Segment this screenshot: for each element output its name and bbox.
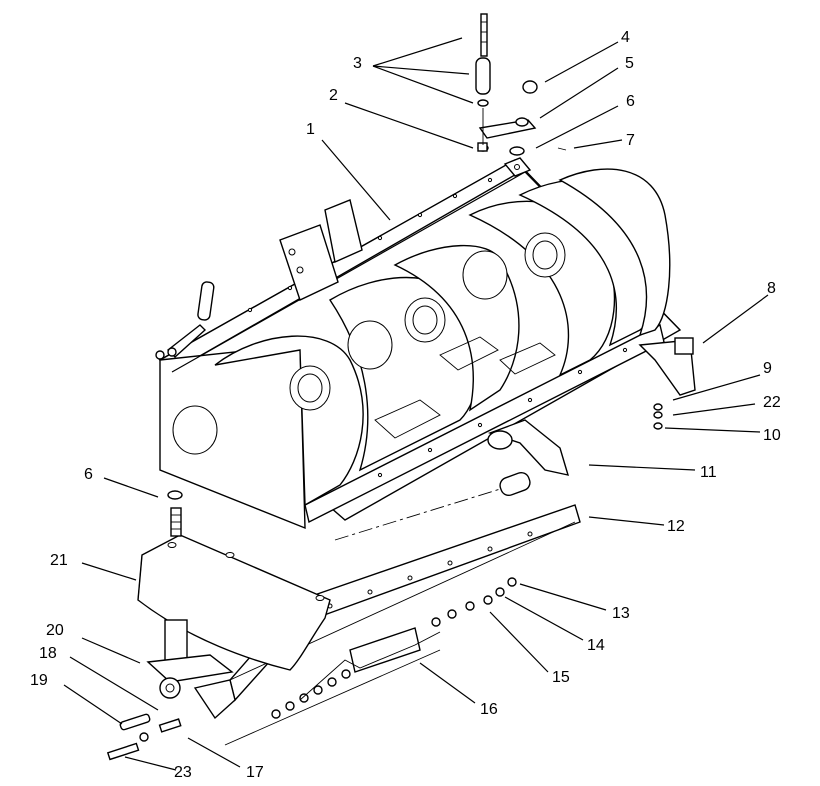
callout-12: 12: [667, 518, 685, 535]
callout-13: 13: [612, 605, 630, 622]
callout-8: 8: [767, 280, 776, 297]
fasteners: [167, 403, 663, 719]
callout-16: 16: [480, 701, 498, 718]
callout-2: 2: [329, 87, 338, 104]
callout-19: 19: [30, 672, 48, 689]
callout-6-left: 6: [84, 466, 93, 483]
callout-22: 22: [763, 394, 781, 411]
callout-18: 18: [39, 645, 57, 662]
height-adjust-hardware: [475, 13, 567, 156]
main-frame: [155, 157, 696, 530]
callout-14: 14: [587, 637, 605, 654]
callout-1: 1: [306, 121, 315, 138]
callout-7: 7: [626, 132, 635, 149]
callout-labels: 1 2 3 4 5 6 7 8 9 22 10 11 12 13 14 15 1…: [30, 29, 781, 781]
callout-20: 20: [46, 622, 64, 639]
callout-6-top: 6: [626, 93, 635, 110]
roller-holes: [327, 531, 533, 609]
leader-lines: [63, 37, 769, 771]
callout-9: 9: [763, 360, 772, 377]
rail-holes: [247, 177, 628, 478]
callout-5: 5: [625, 55, 634, 72]
callout-3: 3: [353, 55, 362, 72]
callout-17: 17: [246, 764, 264, 781]
callout-11: 11: [700, 464, 717, 481]
callout-4: 4: [621, 29, 630, 46]
callout-23: 23: [174, 764, 192, 781]
side-bracket: [106, 619, 236, 761]
callout-21: 21: [50, 552, 68, 569]
callout-10: 10: [763, 427, 781, 444]
bolt-row: [271, 577, 517, 719]
scraper-bar: [224, 627, 441, 746]
callout-15: 15: [552, 669, 570, 686]
